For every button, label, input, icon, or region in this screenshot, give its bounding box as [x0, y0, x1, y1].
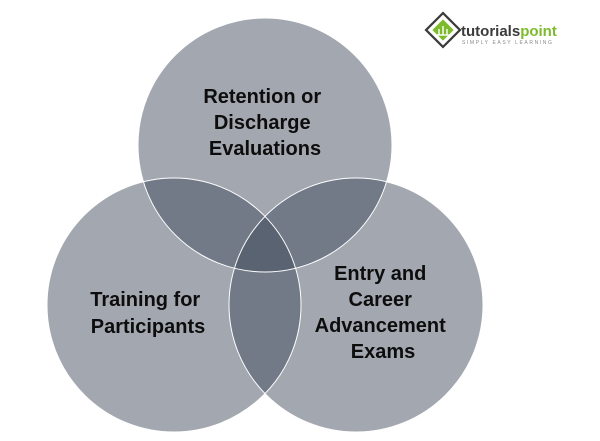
- circle-right-label-line: Advancement: [315, 315, 446, 337]
- tutorialspoint-logo: tutorialspoint SIMPLY EASY LEARNING: [424, 11, 557, 49]
- circle-top-label: Retention or Discharge Evaluations: [203, 86, 326, 160]
- circle-right-label-line: Career: [349, 289, 413, 311]
- circle-right-outline: [228, 177, 484, 433]
- circle-left-label-line: Participants: [91, 316, 205, 338]
- circle-right-label-line: Entry and: [334, 263, 426, 285]
- circle-right-label-line: Exams: [351, 341, 416, 363]
- circle-top-label-line: Discharge: [214, 112, 311, 134]
- circle-left-label-line: Training for: [90, 289, 200, 311]
- circle-left-outline: [46, 177, 302, 433]
- logo-tagline: SIMPLY EASY LEARNING: [462, 40, 553, 46]
- logo-icon: [424, 11, 462, 49]
- logo-wordmark-part1: tutorials: [461, 23, 520, 40]
- circle-right-label: Entry and Career Advancement Exams: [315, 263, 452, 363]
- circle-left-label: Training for Participants: [90, 289, 206, 338]
- logo-wordmark-part2: point: [520, 23, 557, 40]
- logo-wordmark: tutorialspoint: [461, 23, 557, 40]
- circle-outlines: [46, 17, 484, 433]
- circle-top-outline: [137, 17, 393, 273]
- overlap-top-right: [229, 178, 392, 272]
- circle-top-label-line: Evaluations: [209, 138, 321, 160]
- overlap-top-left: [138, 178, 301, 272]
- circle-top-label-line: Retention or: [203, 86, 321, 108]
